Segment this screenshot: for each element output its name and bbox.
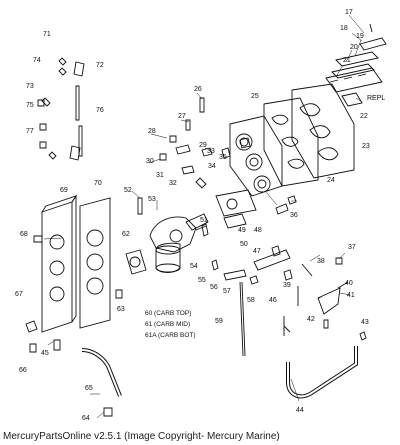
callout-label: 19	[356, 33, 364, 40]
callout-label: 66	[19, 367, 27, 374]
manifold-group	[229, 83, 355, 197]
callout-label: 22	[360, 113, 368, 120]
carburetor-group	[149, 213, 209, 273]
leader-lines	[30, 14, 365, 419]
callout-label: 20	[350, 44, 358, 51]
callout-label: 33	[207, 148, 215, 155]
callout-label: 71	[43, 31, 51, 38]
callout-label: 67	[15, 291, 23, 298]
callout-label: 59	[215, 318, 223, 325]
callout-label: 34	[208, 163, 216, 170]
callout-label: 41	[347, 292, 355, 299]
callout-label: 25	[251, 93, 259, 100]
callout-label: 48	[254, 227, 262, 234]
callout-label: 27	[178, 113, 186, 120]
callout-label: 56	[210, 284, 218, 291]
callout-label: 45	[41, 350, 49, 357]
callout-label: 54	[190, 263, 198, 270]
callout-label: 28	[148, 128, 156, 135]
callout-label: 76	[96, 107, 104, 114]
callout-label: 42	[307, 316, 315, 323]
callout-label: 77	[26, 128, 34, 135]
callout-label: 63	[117, 306, 125, 313]
callout-label: 38	[317, 258, 325, 265]
callout-label: 65	[85, 385, 93, 392]
callout-label: 47	[253, 248, 261, 255]
footer-caption: MercuryPartsOnline v2.5.1 (Image Copyrig…	[3, 431, 280, 442]
callout-label: 46	[269, 297, 277, 304]
linkage-arm-group	[211, 249, 349, 336]
callout-label: 49	[238, 227, 246, 234]
callout-label: 73	[26, 83, 34, 90]
callout-label: 17	[345, 9, 353, 16]
throttle-rod	[239, 281, 246, 357]
callout-label: 32	[169, 180, 177, 187]
plug-part	[25, 320, 38, 333]
callout-label: 29	[199, 142, 207, 149]
callout-label: 68	[20, 231, 28, 238]
callout-label: 37	[348, 244, 356, 251]
callout-label: 57	[223, 288, 231, 295]
callout-label: 61 (CARB MID)	[145, 321, 190, 328]
callout-label: 43	[361, 319, 369, 326]
callout-label: 39	[283, 282, 291, 289]
callout-label: 31	[156, 172, 164, 179]
callout-label: 64	[82, 415, 90, 422]
callout-label: 35	[219, 154, 227, 161]
reed-plate-group	[325, 23, 387, 107]
carb-gasket	[125, 249, 147, 275]
callout-label: 52	[124, 187, 132, 194]
callout-label: 36	[290, 212, 298, 219]
intake-gasket-group	[215, 189, 257, 229]
callout-label: 60 (CARB TOP)	[145, 310, 191, 317]
callout-label: 44	[296, 407, 304, 414]
baffle-plate-group	[41, 194, 111, 333]
callout-label: 23	[362, 143, 370, 150]
callout-label: 70	[94, 180, 102, 187]
screw-group	[29, 97, 367, 417]
callout-label: 21	[343, 57, 351, 64]
callout-label: 50	[240, 241, 248, 248]
callout-label: REPL	[367, 95, 385, 102]
callout-label: 69	[60, 187, 68, 194]
callout-label: 40	[345, 280, 353, 287]
hose-group	[81, 346, 358, 399]
callout-label: 53	[148, 196, 156, 203]
callout-label: 51	[200, 217, 208, 224]
callout-label: 55	[198, 277, 206, 284]
callout-label: 74	[33, 57, 41, 64]
callout-label: 30	[146, 158, 154, 165]
callout-label: 61A (CARB BOT)	[145, 332, 196, 339]
callout-label: 18	[340, 25, 348, 32]
left-linkage-group	[37, 57, 85, 161]
callout-label: 24	[327, 177, 335, 184]
callout-label: 26	[194, 86, 202, 93]
callout-label: 62	[122, 231, 130, 238]
callout-label: 58	[247, 297, 255, 304]
callout-label: 75	[26, 102, 34, 109]
callout-label: 72	[96, 62, 104, 69]
